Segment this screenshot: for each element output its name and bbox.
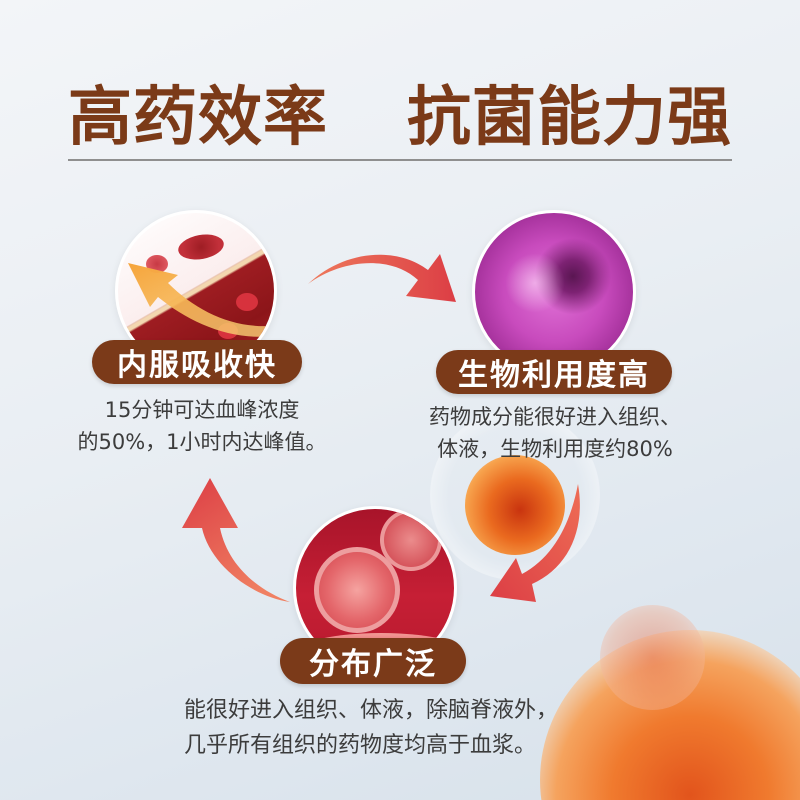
step1-description-line2: 的50%，1小时内达峰值。 (77, 430, 327, 454)
step1-description: 15分钟可达血峰浓度 的50%，1小时内达峰值。 (52, 394, 352, 458)
step2-illustration (472, 210, 636, 374)
step3-description: 能很好进入组织、体液，除脑脊液外， 几乎所有组织的药物度均高于血浆。 (170, 693, 570, 763)
step1-description-line1: 15分钟可达血峰浓度 (104, 398, 300, 422)
background-halo (430, 410, 600, 580)
title-divider (68, 159, 732, 161)
arrow-down-left-icon (490, 484, 580, 602)
title-left: 高药效率 (68, 81, 328, 155)
step3-description-line1: 能很好进入组织、体液，除脑脊液外， (184, 698, 559, 723)
step2-label-pill: 生物利用度高 (436, 350, 672, 394)
cell-sphere-large (314, 547, 400, 633)
cell-sphere-small (380, 509, 442, 571)
red-blood-cell-icon (236, 293, 258, 311)
background-bubble-medium (600, 605, 705, 710)
step3-description-line2: 几乎所有组织的药物度均高于血浆。 (184, 733, 537, 758)
step2-description-line2: 体液，生物利用度约80% (437, 437, 673, 461)
step3-label-pill: 分布广泛 (280, 638, 466, 684)
arrow-right-icon (308, 254, 456, 302)
page-title: 高药效率 抗菌能力强 (68, 78, 732, 158)
step3-label: 分布广泛 (309, 647, 437, 682)
title-right: 抗菌能力强 (407, 81, 732, 155)
background-bubble-small (465, 455, 565, 555)
absorption-arrow-icon (128, 263, 274, 337)
step1-label: 内服吸收快 (117, 348, 277, 383)
step2-description-line1: 药物成分能很好进入组织、 (429, 405, 681, 429)
step1-label-pill: 内服吸收快 (92, 340, 302, 384)
arrow-up-left-icon (182, 478, 290, 602)
cell-highlight (505, 253, 565, 313)
red-blood-cell-icon (146, 255, 168, 273)
step2-description: 药物成分能很好进入组织、 体液，生物利用度约80% (405, 401, 705, 465)
step2-label: 生物利用度高 (458, 358, 650, 393)
